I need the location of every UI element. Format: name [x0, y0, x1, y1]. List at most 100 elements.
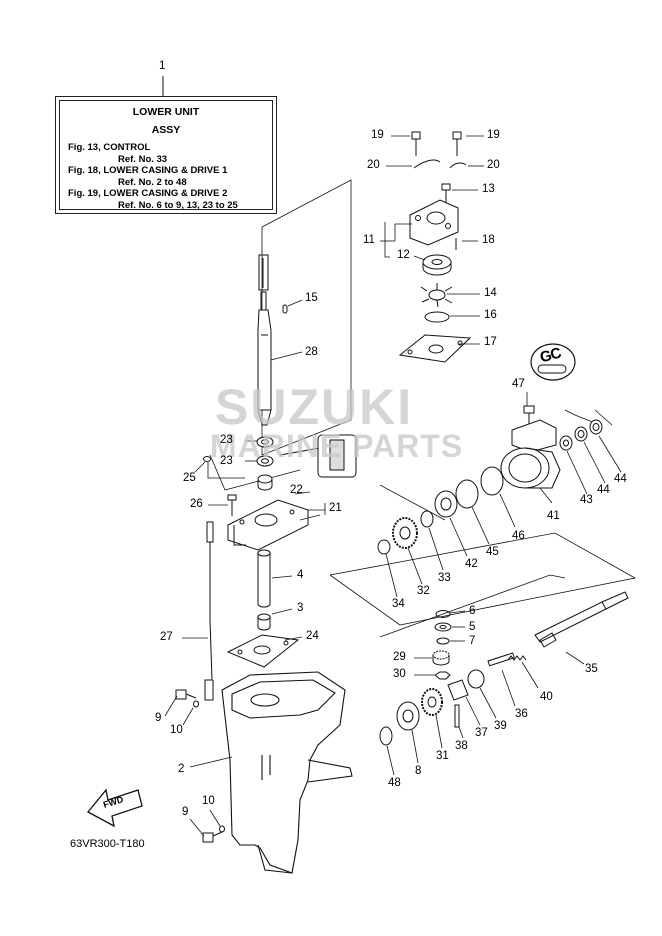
insert-cartridge-12 [422, 254, 452, 276]
callout-31: 31 [436, 750, 449, 762]
callout-4: 4 [297, 569, 304, 581]
callout-10: 10 [170, 724, 183, 736]
bolt-19-left [411, 131, 421, 156]
shim-48 [379, 726, 393, 746]
legend-inner: LOWER UNIT ASSY Fig. 13, CONTROL Ref. No… [59, 100, 273, 211]
clutch-37 [447, 679, 469, 701]
callout-39: 39 [494, 720, 507, 732]
pump-housing-11 [409, 199, 459, 246]
callout-15: 15 [305, 292, 318, 304]
washer-33 [420, 510, 434, 528]
prop-shaft-housing-41 [500, 419, 561, 489]
callout-37: 37 [475, 727, 488, 739]
callout-33: 33 [438, 572, 451, 584]
plunger-36 [487, 652, 515, 667]
gear-32 [392, 517, 418, 549]
grease-gc-icon [530, 343, 576, 381]
callout-14: 14 [484, 287, 497, 299]
legend-ref-13: Ref. No. 33 [118, 153, 168, 165]
callout-20: 20 [367, 159, 380, 171]
drive-shaft-28 [257, 254, 272, 426]
bearing-5 [434, 622, 452, 632]
leader-lines [164, 135, 622, 837]
callout-23: 23 [220, 434, 233, 446]
watermark-brand: SUZUKI [215, 379, 414, 435]
propeller-shaft-35 [534, 591, 629, 648]
washer-6 [435, 610, 451, 618]
key-15 [282, 304, 288, 314]
callout-34: 34 [392, 598, 405, 610]
shim-34 [377, 539, 391, 555]
callout-17: 17 [484, 336, 497, 348]
washer-7 [436, 637, 450, 645]
callout-29: 29 [393, 651, 406, 663]
callout-1: 1 [159, 60, 166, 72]
washer-10-lower [219, 825, 225, 833]
grommet-3 [257, 613, 271, 631]
callout-46: 46 [512, 530, 525, 542]
callout-28: 28 [305, 346, 318, 358]
callout-38: 38 [455, 740, 468, 752]
callout-25: 25 [183, 472, 196, 484]
callout-10: 10 [202, 795, 215, 807]
bolt-9-upper [175, 689, 197, 700]
fwd-arrow-icon [86, 788, 143, 828]
callout-45: 45 [486, 546, 499, 558]
callout-24: 24 [306, 630, 319, 642]
clip-20-right [449, 162, 467, 169]
bolt-26 [227, 494, 237, 516]
callout-47: 47 [512, 378, 525, 390]
legend-ref-18: Ref. No. 2 to 48 [118, 176, 187, 188]
water-tube-4 [257, 549, 271, 608]
gasket-17 [398, 334, 472, 363]
pin-38 [454, 704, 460, 728]
oring-45 [455, 479, 479, 509]
oring-16 [424, 311, 450, 323]
callout-11: 11 [363, 234, 375, 246]
dowel-25 [203, 456, 211, 462]
callout-48: 48 [388, 777, 401, 789]
legend-fig-18: Fig. 18, LOWER CASING & DRIVE 1 [68, 165, 228, 176]
legend-title: LOWER UNIT [132, 106, 200, 118]
clip-39 [467, 669, 485, 689]
callout-8: 8 [415, 765, 422, 777]
callout-16: 16 [484, 309, 497, 321]
callout-2: 2 [178, 763, 185, 775]
bearing-23-upper [256, 436, 274, 448]
oring-46 [480, 466, 504, 496]
callout-12: 12 [397, 249, 410, 261]
spring-40 [507, 655, 527, 661]
figure-code: 63VR300-T180 [70, 838, 145, 850]
callout-42: 42 [465, 558, 478, 570]
oil-seal-housing-21 [227, 499, 309, 551]
impeller-14 [420, 283, 453, 308]
gasket-24 [226, 634, 300, 668]
callout-30: 30 [393, 668, 406, 680]
callout-44: 44 [614, 473, 627, 485]
legend-fig-13: Fig. 13, CONTROL [68, 142, 151, 153]
callout-40: 40 [540, 691, 553, 703]
legend-box: LOWER UNIT ASSY Fig. 13, CONTROL Ref. No… [55, 96, 277, 214]
callout-9: 9 [155, 712, 162, 724]
nut-30 [434, 671, 451, 680]
bushing-43 [559, 435, 573, 451]
callout-21: 21 [329, 502, 342, 514]
callout-43: 43 [580, 494, 593, 506]
gear-31 [421, 688, 443, 716]
callout-19: 19 [487, 129, 500, 141]
callout-18: 18 [482, 234, 495, 246]
legend-subtitle: ASSY [151, 123, 181, 136]
callout-32: 32 [417, 585, 430, 597]
callout-35: 35 [585, 663, 598, 675]
callout-20: 20 [487, 159, 500, 171]
callout-6: 6 [469, 605, 476, 617]
callout-22: 22 [290, 484, 303, 496]
callout-5: 5 [469, 621, 476, 633]
washer-10-upper [193, 700, 199, 708]
bearing-42 [434, 490, 458, 518]
bearing-detail-inset [279, 434, 357, 478]
seal-22 [257, 474, 273, 491]
callout-7: 7 [469, 635, 476, 647]
callout-19: 19 [371, 129, 384, 141]
